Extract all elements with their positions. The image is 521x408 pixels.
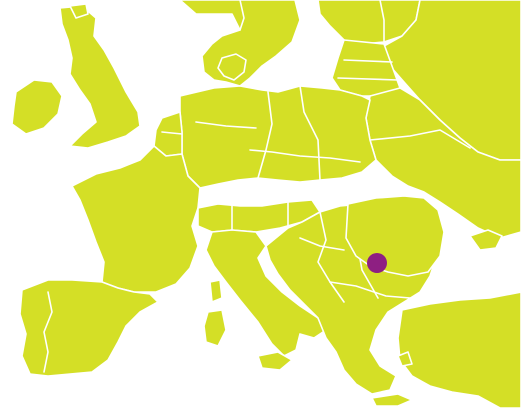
land-denmark xyxy=(217,53,247,81)
border-baltics xyxy=(337,59,399,81)
land-sardinia xyxy=(203,309,227,347)
border-spain-portugal xyxy=(43,291,53,373)
border-central-4 xyxy=(195,121,257,129)
border-balkans-1 xyxy=(317,211,345,303)
location-marker xyxy=(367,253,387,273)
border-finland-russia xyxy=(379,0,385,43)
land-france xyxy=(71,145,201,293)
border-norway-sweden xyxy=(239,0,245,31)
land-iberia xyxy=(19,279,159,377)
land-scandinavia xyxy=(179,0,301,87)
land-ireland xyxy=(11,79,63,135)
land-corsica xyxy=(209,279,223,303)
land-crete xyxy=(371,393,413,407)
border-central-2 xyxy=(299,85,321,181)
land-central-europe xyxy=(179,85,377,189)
border-central-1 xyxy=(257,91,273,179)
land-italy xyxy=(205,229,327,357)
land-crimea xyxy=(469,229,503,251)
land-anatolia xyxy=(397,291,521,408)
land-great-britain xyxy=(59,5,141,149)
border-balkans-3 xyxy=(329,281,411,299)
border-central-3 xyxy=(249,149,361,163)
border-balkans-4 xyxy=(299,237,345,251)
border-benelux xyxy=(161,131,183,135)
land-aegean-islands xyxy=(397,351,413,367)
border-belarus-ukraine xyxy=(369,129,471,149)
land-sicily xyxy=(257,351,293,371)
border-alps xyxy=(231,201,289,231)
land-shetland xyxy=(69,3,89,19)
